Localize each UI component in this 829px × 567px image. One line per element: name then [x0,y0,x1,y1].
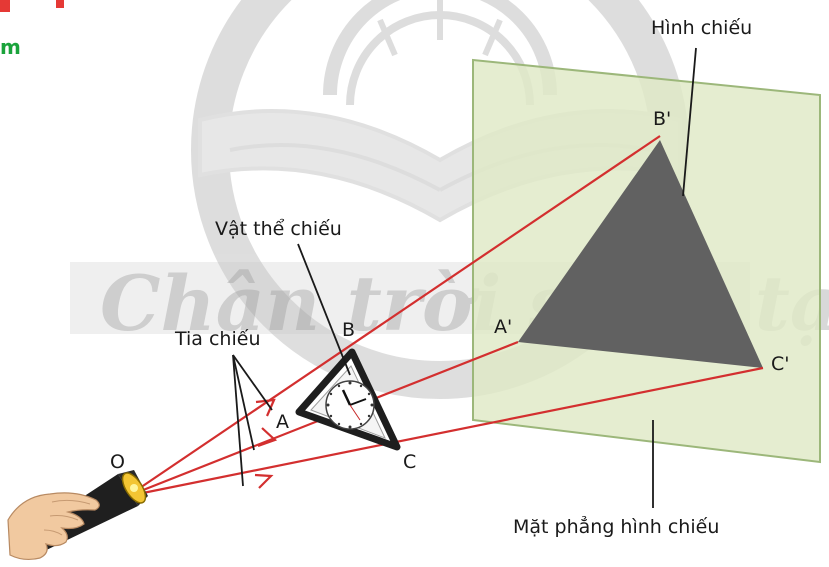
point-o-label: O [110,451,125,473]
projection-label: Hình chiếu [651,17,752,39]
projection-leader [682,47,697,197]
label-leaders [232,47,697,508]
rays-leader-2 [232,354,255,451]
rays-leader-1 [232,354,273,411]
header-red-mark [0,0,10,12]
arrowhead-c [254,473,274,489]
rays-leader-3 [232,354,244,487]
point-b-prime-label: B' [653,108,671,130]
point-a-prime-label: A' [494,316,512,338]
arrowhead-a [257,427,278,448]
point-c-label: C [403,451,416,473]
ray-to-b-prime [127,135,661,497]
ray-arrowheads [254,398,278,489]
projected-triangle [518,140,763,368]
header-red-dot [56,0,64,8]
ray-to-c-prime [127,366,764,498]
point-b-label: B [342,319,355,341]
flashlight [7,470,148,561]
triangle-clock [295,348,401,451]
arrowhead-b [255,398,276,417]
object-label: Vật thể chiếu [215,218,342,240]
point-a-label: A [276,411,289,433]
rays-label: Tia chiếu [174,328,260,350]
point-c-prime-label: C' [771,353,790,375]
plane-label: Mặt phẳng hình chiếu [513,515,719,538]
header-fragment: m [0,35,21,59]
object-leader [297,243,351,376]
